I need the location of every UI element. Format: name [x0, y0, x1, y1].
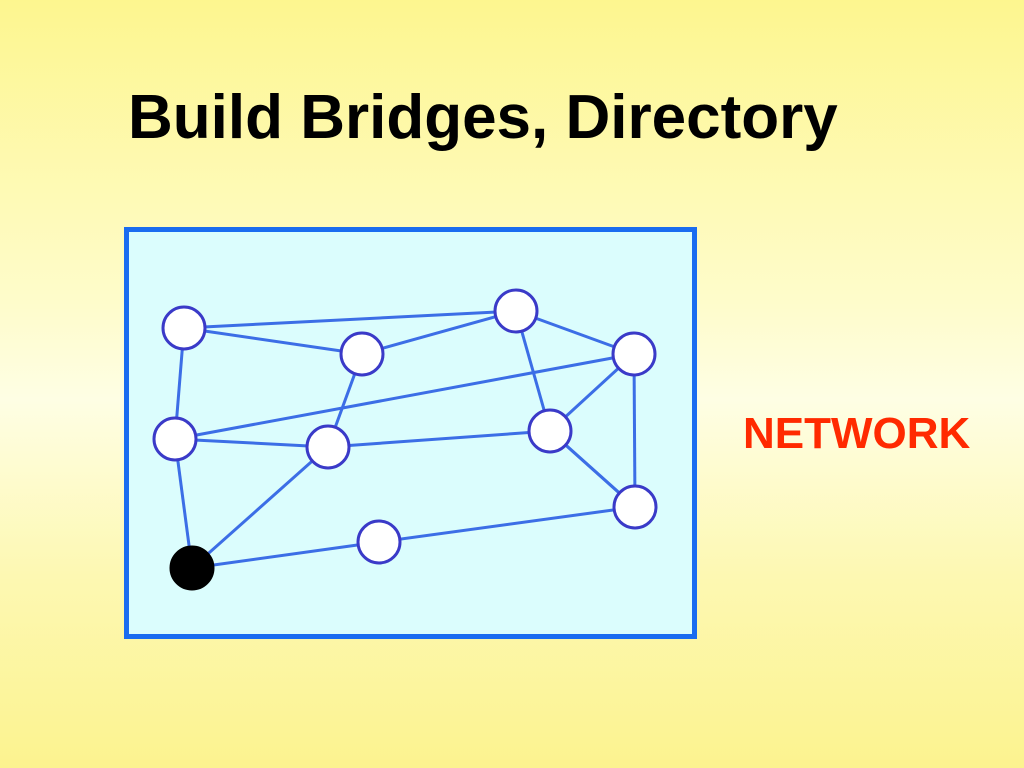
- edge-n9-n10: [378, 505, 636, 544]
- slide-title: Build Bridges, Directory: [128, 83, 838, 152]
- edge-n5-n4: [174, 352, 635, 441]
- edge-n1-n3: [183, 326, 363, 356]
- network-node: [611, 331, 657, 377]
- nodes-layer: [152, 288, 658, 591]
- network-node: [339, 331, 385, 377]
- network-node: [305, 424, 351, 470]
- network-node: [527, 408, 573, 454]
- edge-n10-n11: [191, 540, 380, 570]
- highlighted-node: [169, 545, 215, 591]
- edge-n4-n8: [632, 353, 637, 508]
- network-label: NETWORK: [743, 409, 971, 458]
- edge-n5-n6: [174, 437, 329, 449]
- edge-n3-n2: [361, 309, 517, 356]
- network-frame: [124, 227, 697, 639]
- network-node: [161, 305, 207, 351]
- network-node: [356, 519, 402, 565]
- edge-n1-n2: [183, 309, 517, 330]
- edge-n11-n6: [191, 445, 329, 570]
- network-node: [493, 288, 539, 334]
- edge-n6-n7: [327, 429, 551, 449]
- network-node: [612, 484, 658, 530]
- network-node: [152, 416, 198, 462]
